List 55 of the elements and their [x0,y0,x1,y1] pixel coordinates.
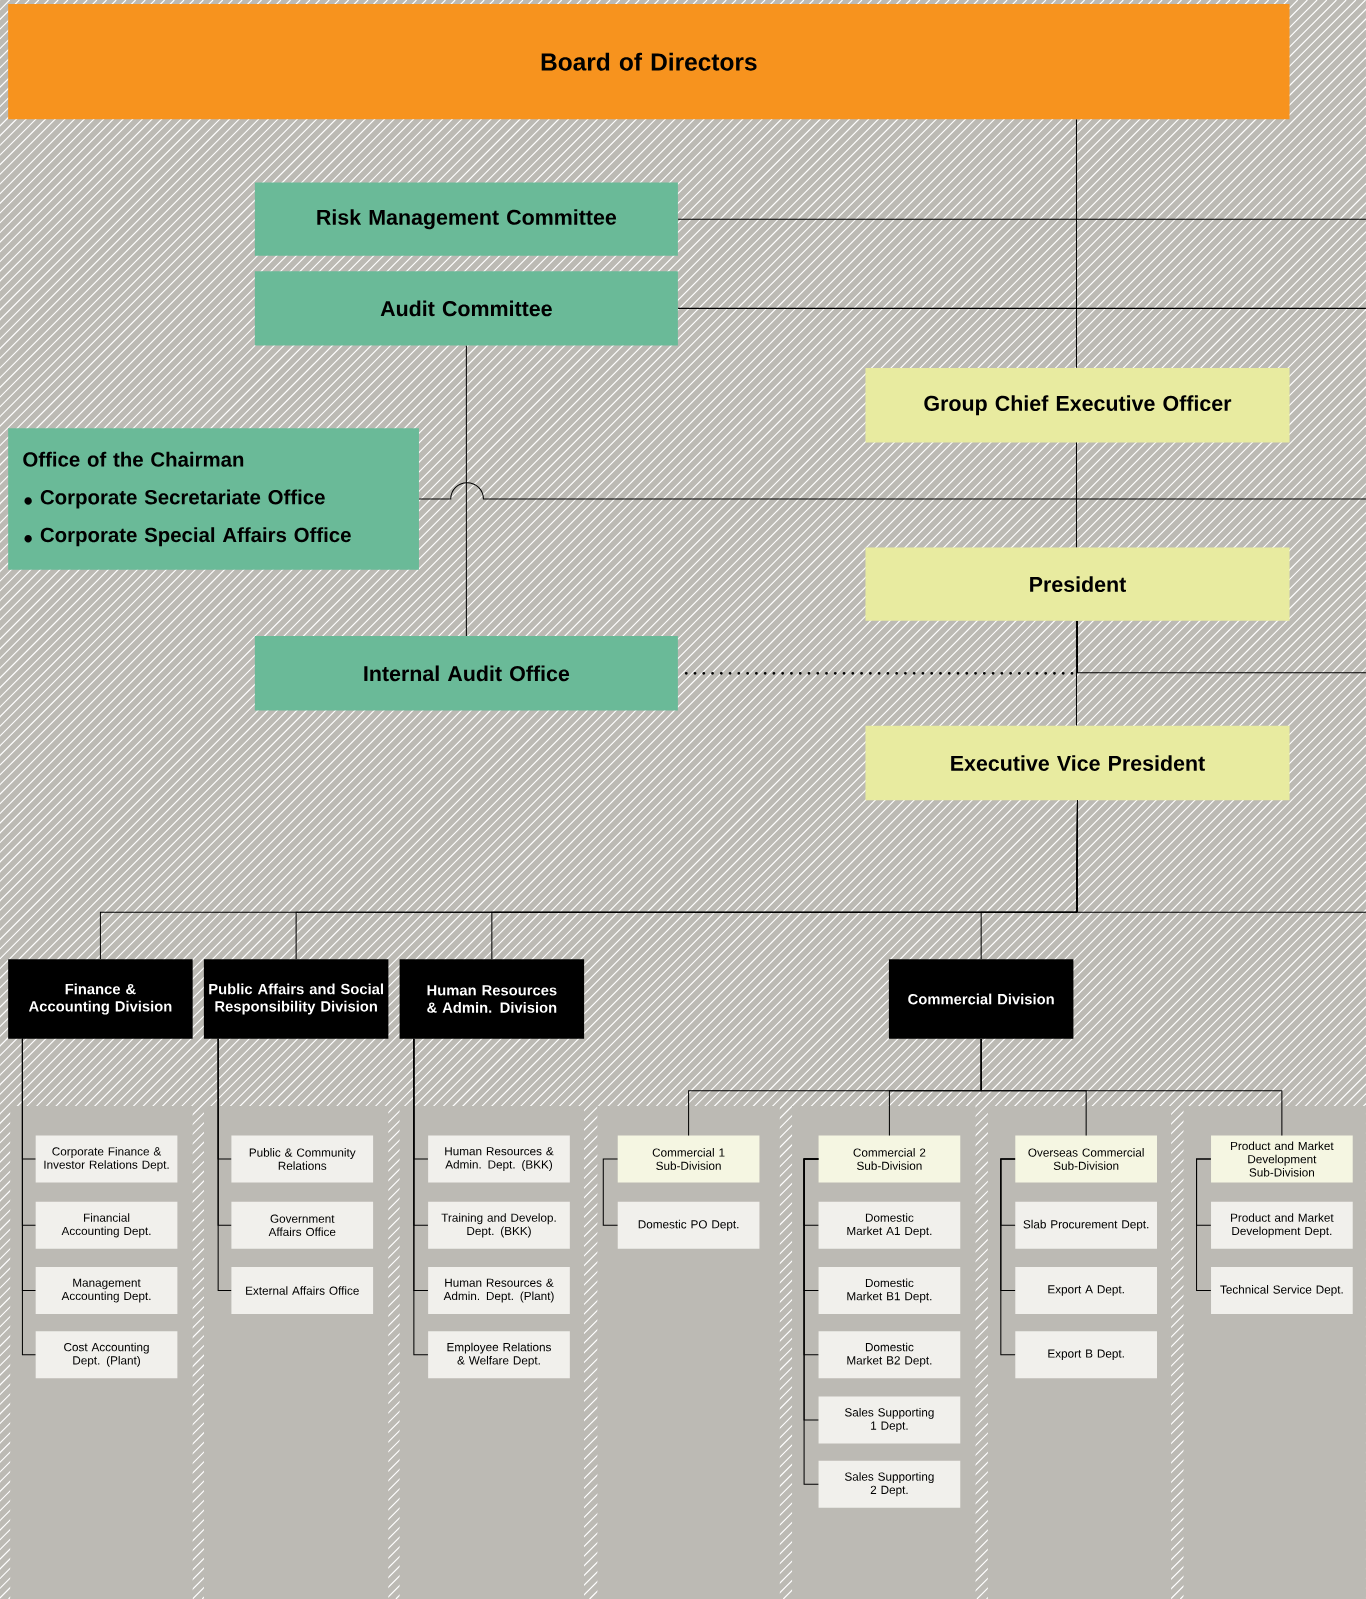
connector-line [217,1038,232,1292]
connector-line [465,345,467,637]
division-box: Human Resources & Admin. Division [399,959,585,1039]
connector-line [677,307,1366,309]
department-box: Corporate Finance & Investor Relations Dept. [35,1135,178,1183]
department-box: Human Resources & Admin. Dept. (Plant) [428,1267,570,1314]
department-box: Management Accounting Dept. [35,1267,178,1314]
department-box: Export A Dept. [1015,1267,1157,1314]
connector-line [803,1158,819,1485]
department-box: Cost Accounting Dept. (Plant) [35,1331,178,1379]
sub-division-box: Overseas Commercial Sub-Division [1015,1135,1157,1183]
connector-line [1076,620,1077,727]
department-box: Government Affairs Office [231,1201,374,1249]
connector-line [1077,799,1366,913]
executive-box: Executive Vice President [865,725,1290,801]
committee-box: Internal Audit Office [254,636,678,711]
connector-line [602,1158,619,1226]
department-box: Domestic Market B2 Dept. [818,1331,961,1379]
executive-box: Group Chief Executive Officer [865,368,1290,443]
department-box: Public & Community Relations [231,1135,374,1183]
connector-line [1076,118,1077,369]
sub-division-box: Commercial 2 Sub-Division [818,1135,961,1183]
office-box: Office of the Chairman Corporate Secretariate Office Corporate Special Affairs Office [8,428,419,570]
division-box: Commercial Division [888,959,1074,1039]
connector-line [1000,1158,1016,1356]
department-box: Product and Market Development Dept. [1211,1201,1353,1249]
department-box: Sales Supporting 1 Dept. [818,1396,961,1444]
board-box: Board of Directors [8,4,1290,120]
department-box: Sales Supporting 2 Dept. [818,1460,961,1508]
department-box: Human Resources & Admin. Dept. (BKK) [428,1135,570,1183]
division-box: Public Affairs and Social Responsibility Division [203,959,389,1039]
department-box: External Affairs Office [231,1267,374,1314]
connector-line [1077,620,1366,674]
connector-line [1076,442,1077,548]
department-box: Training and Develop. Dept. (BKK) [428,1201,570,1249]
committee-box: Audit Committee [254,271,678,346]
connector-line [677,218,1366,220]
department-box: Export B Dept. [1015,1331,1157,1379]
connector-line [413,1038,429,1356]
sub-division-box: Product and Market Development Sub-Division [1211,1135,1353,1183]
department-box: Financial Accounting Dept. [35,1201,178,1249]
division-box: Finance & Accounting Division [8,959,193,1039]
committee-box: Risk Management Committee [254,182,678,256]
department-box: Domestic Market A1 Dept. [818,1201,961,1249]
sub-division-box: Commercial 1 Sub-Division [617,1135,760,1183]
executive-box: President [865,547,1290,621]
department-box: Slab Procurement Dept. [1015,1201,1157,1249]
connector-line [1196,1158,1212,1292]
department-box: Technical Service Dept. [1211,1267,1353,1314]
department-box: Domestic PO Dept. [617,1201,760,1249]
connector-line [980,1038,1283,1136]
department-box: Domestic Market B1 Dept. [818,1267,961,1314]
connector-line [418,482,1366,500]
connector-line [21,1038,36,1356]
department-box: Employee Relations & Welfare Dept. [428,1331,570,1379]
